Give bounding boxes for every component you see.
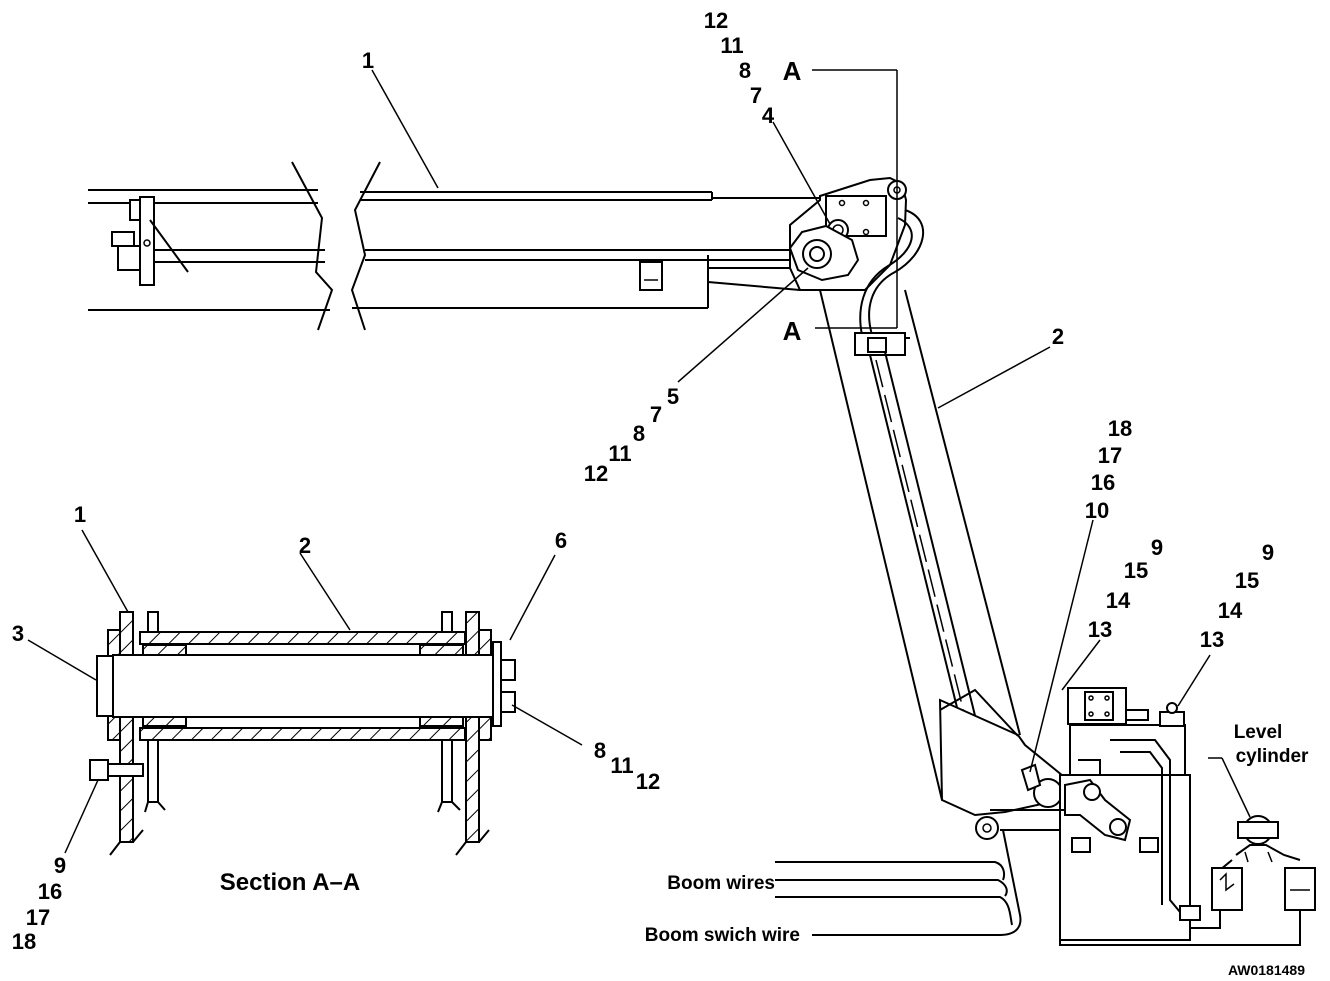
callout-valve-left-14: 14 [1106, 588, 1131, 613]
callout-stack-pivot: 5 7 8 11 12 [584, 384, 679, 486]
callout-top-11: 11 [720, 33, 743, 58]
callout-lower-18: 18 [1108, 416, 1132, 441]
section-callout-right-12: 12 [636, 769, 660, 794]
callout-lower-10: 10 [1085, 498, 1109, 523]
callout-stack-valve-right: 9 15 14 13 [1200, 540, 1274, 652]
callout-lower-16: 16 [1091, 470, 1115, 495]
section-view [89, 611, 516, 856]
callout-pivot-5: 5 [667, 384, 679, 409]
section-callout-item-6: 6 [555, 528, 567, 553]
level-cylinder-label-line2: cylinder [1236, 746, 1309, 767]
section-callout-bottom-9: 9 [54, 853, 66, 878]
callout-top-4: 4 [762, 103, 775, 128]
section-callout-bottom-17: 17 [26, 905, 50, 930]
section-callout-bottom-18: 18 [12, 929, 36, 954]
figure-code: AW0181489 [1228, 962, 1305, 978]
callout-top-8: 8 [739, 58, 751, 83]
callout-item-1-boom: 1 [362, 48, 374, 73]
callout-stack-top: 12 11 8 7 4 [704, 8, 775, 128]
callout-valve-right-15: 15 [1235, 568, 1259, 593]
section-callout-item-1: 1 [74, 502, 86, 527]
section-callout-bottom-16: 16 [38, 879, 62, 904]
callout-top-7: 7 [750, 83, 762, 108]
callout-stack-lower: 18 17 16 10 [1085, 416, 1132, 523]
lower-boom [775, 289, 1070, 936]
section-callout-right-11: 11 [610, 753, 633, 778]
boom-wires-label: Boom wires [667, 873, 775, 894]
callout-pivot-7: 7 [650, 402, 662, 427]
leader-lines [27, 69, 1251, 854]
callout-valve-left-15: 15 [1124, 558, 1148, 583]
callout-pivot-12: 12 [584, 461, 608, 486]
callout-valve-left-13: 13 [1088, 617, 1112, 642]
upper-boom [88, 161, 924, 336]
callout-valve-right-13: 13 [1200, 627, 1224, 652]
boom-switch-wire-label: Boom swich wire [645, 925, 800, 946]
callout-lower-17: 17 [1098, 443, 1122, 468]
section-callout-right-8: 8 [594, 738, 606, 763]
valve-base-box [990, 687, 1316, 946]
callout-item-2-boom: 2 [1052, 324, 1064, 349]
section-callout-item-2: 2 [299, 533, 311, 558]
callout-pivot-11: 11 [608, 441, 631, 466]
callout-valve-right-9: 9 [1262, 540, 1274, 565]
section-callout-stack-right: 8 11 12 [594, 738, 660, 794]
callout-top-12: 12 [704, 8, 728, 33]
callout-stack-valve-left: 9 15 14 13 [1088, 535, 1163, 642]
section-callout-item-3: 3 [12, 621, 24, 646]
section-marker-top: A [783, 56, 802, 86]
callout-pivot-8: 8 [633, 421, 645, 446]
section-callout-stack-bottom: 9 16 17 18 [12, 853, 66, 954]
section-title: Section A–A [220, 869, 360, 896]
level-cylinder-label-line1: Level [1234, 722, 1283, 743]
section-marker-bottom: A [783, 316, 802, 346]
callout-valve-right-14: 14 [1218, 598, 1243, 623]
callout-valve-left-9: 9 [1151, 535, 1163, 560]
